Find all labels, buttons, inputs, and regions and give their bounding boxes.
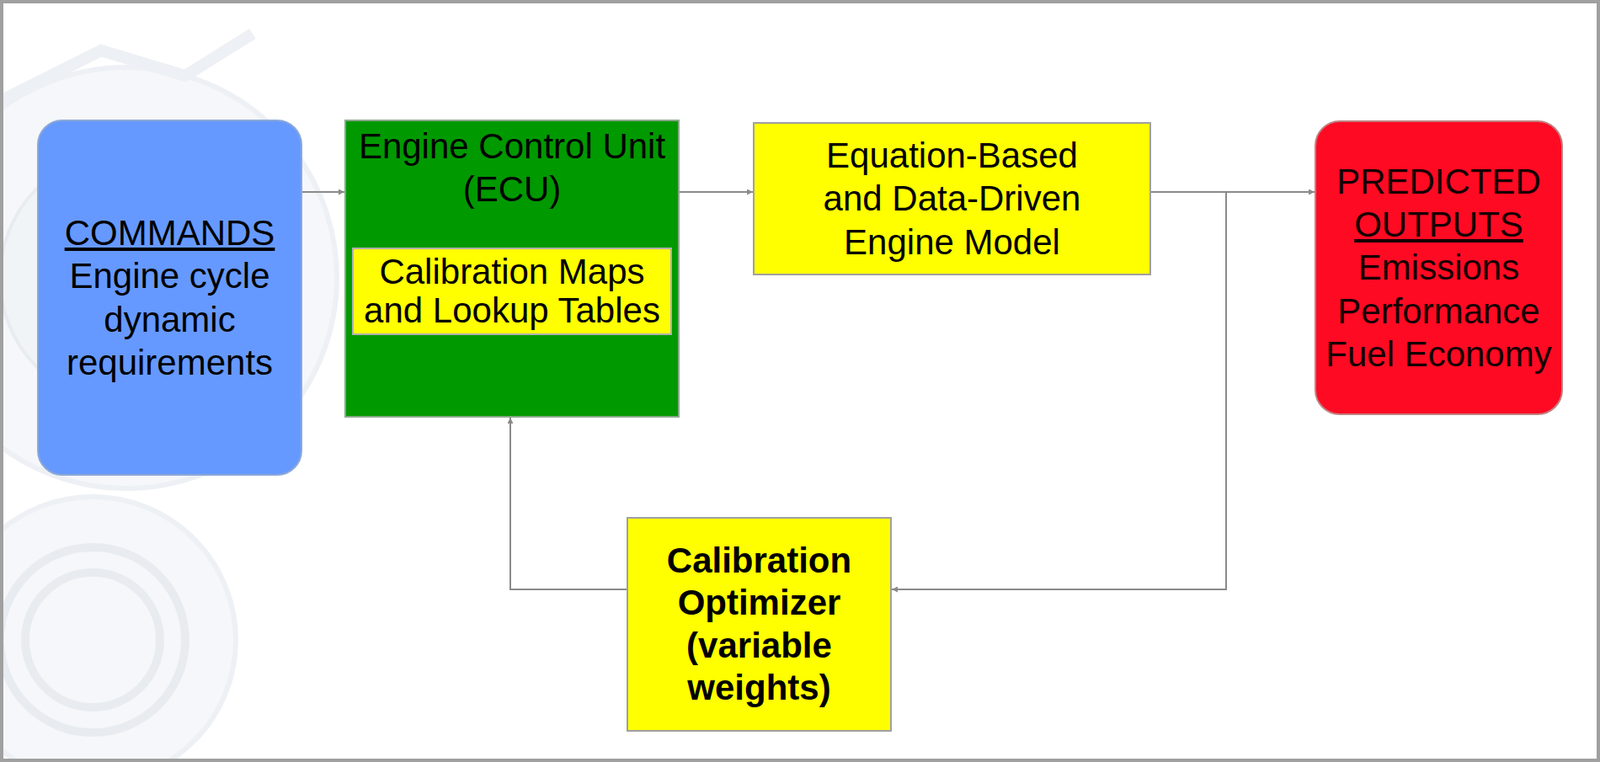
- box-text: PREDICTED: [1336, 160, 1542, 203]
- ecu-box: Engine Control Unit (ECU) Calibration Map…: [344, 119, 680, 418]
- box-text: Equation-Based and Data-Driven Engine Mo…: [813, 133, 1092, 264]
- output-box: PREDICTEDOUTPUTSEmissions Performance Fu…: [1314, 120, 1563, 416]
- box-text: Emissions Performance Fuel Economy: [1319, 245, 1558, 376]
- box-text: Calibration Maps and Lookup Tables: [355, 252, 669, 331]
- flow-arrow: [679, 191, 753, 193]
- box-text: Engine Control Unit (ECU): [349, 124, 675, 211]
- box-text: OUTPUTS: [1354, 202, 1524, 246]
- flow-arrow: [510, 417, 627, 590]
- optimizer-box: Calibration Optimizer (variable weights): [626, 517, 892, 732]
- engine-illustration: [0, 33, 337, 762]
- engine-model-box: Equation-Based and Data-Driven Engine Mo…: [752, 122, 1152, 276]
- calibration-map-box: Calibration Maps and Lookup Tables: [352, 247, 672, 336]
- flow-arrow: [302, 191, 345, 193]
- box-text: COMMANDS: [64, 211, 276, 255]
- command-box: COMMANDSEngine cycle dynamic requirement…: [37, 119, 303, 476]
- box-text: Engine cycle dynamic requirements: [45, 254, 294, 384]
- box-text: Calibration Optimizer (variable weights): [634, 539, 884, 710]
